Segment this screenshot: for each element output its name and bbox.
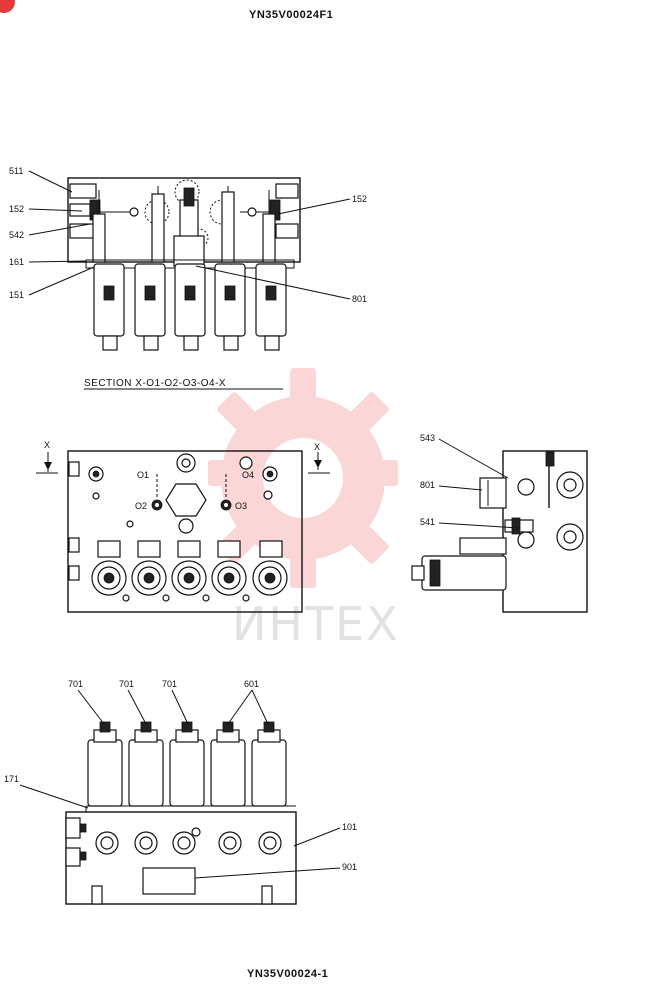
watermark-text: ИНТЕХ: [232, 597, 400, 651]
port-o2: O2: [135, 501, 147, 511]
callout-511: 511: [9, 166, 23, 176]
top-view: [28, 170, 351, 351]
side-view: [411, 438, 588, 613]
callout-152-left: 152: [9, 204, 24, 214]
header-drawing-number: YN35V00024F1: [249, 9, 333, 21]
corner-mark: [0, 0, 15, 13]
callout-701-b: 701: [119, 679, 134, 689]
port-o1: O1: [137, 470, 149, 480]
callout-901: 901: [342, 862, 357, 872]
section-marker-x-left: X: [44, 440, 50, 450]
section-marker-x-right: X: [314, 442, 320, 452]
callout-801-side: 801: [420, 480, 435, 490]
callout-152-right: 152: [352, 194, 367, 204]
port-o3: O3: [235, 501, 247, 511]
callout-542: 542: [9, 230, 24, 240]
callout-701-c: 701: [162, 679, 177, 689]
callout-151: 151: [9, 290, 24, 300]
footer-drawing-number: YN35V00024-1: [247, 968, 328, 980]
bottom-view: [19, 689, 341, 905]
port-o4: O4: [242, 470, 254, 480]
callout-543: 543: [420, 433, 435, 443]
callout-161: 161: [9, 257, 24, 267]
watermark-gear-icon: [208, 368, 398, 588]
section-view: [36, 450, 330, 613]
callout-701-a: 701: [68, 679, 83, 689]
callout-171: 171: [4, 774, 19, 784]
callout-541: 541: [420, 517, 435, 527]
section-title: SECTION X-O1-O2-O3-O4-X: [84, 378, 226, 389]
callout-601: 601: [244, 679, 259, 689]
callout-801-top: 801: [352, 294, 367, 304]
callout-101: 101: [342, 822, 357, 832]
